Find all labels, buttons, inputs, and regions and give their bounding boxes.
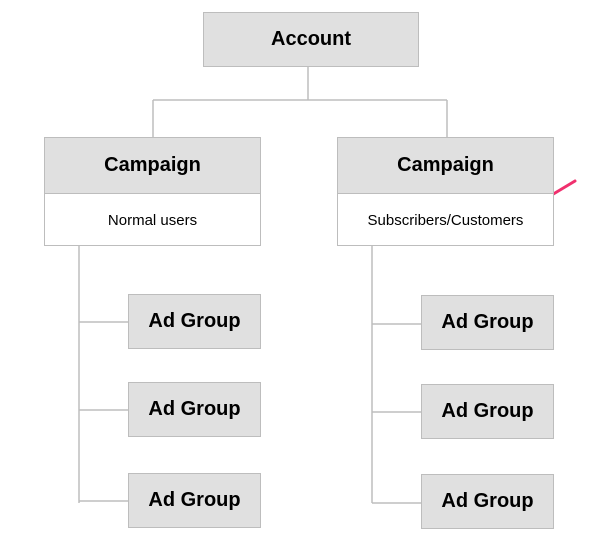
campaign-title: Campaign	[45, 138, 260, 194]
account-node: Account	[203, 12, 419, 67]
ad-group-node: Ad Group	[128, 382, 261, 437]
campaign-audience: Subscribers/Customers	[367, 211, 524, 229]
left-campaign-connector	[78, 246, 128, 503]
account-connector	[152, 67, 448, 137]
right-campaign-connector	[371, 246, 421, 504]
ad-group-node: Ad Group	[421, 474, 554, 529]
campaign-audience: Normal users	[107, 211, 198, 229]
campaign-node-normal: Campaign Normal users	[44, 137, 261, 246]
ad-group-node: Ad Group	[421, 295, 554, 350]
campaign-node-subscribers: Campaign Subscribers/Customers	[337, 137, 554, 246]
ad-group-node: Ad Group	[128, 294, 261, 349]
campaign-title: Campaign	[338, 138, 553, 194]
ad-group-node: Ad Group	[128, 473, 261, 528]
ad-group-node: Ad Group	[421, 384, 554, 439]
